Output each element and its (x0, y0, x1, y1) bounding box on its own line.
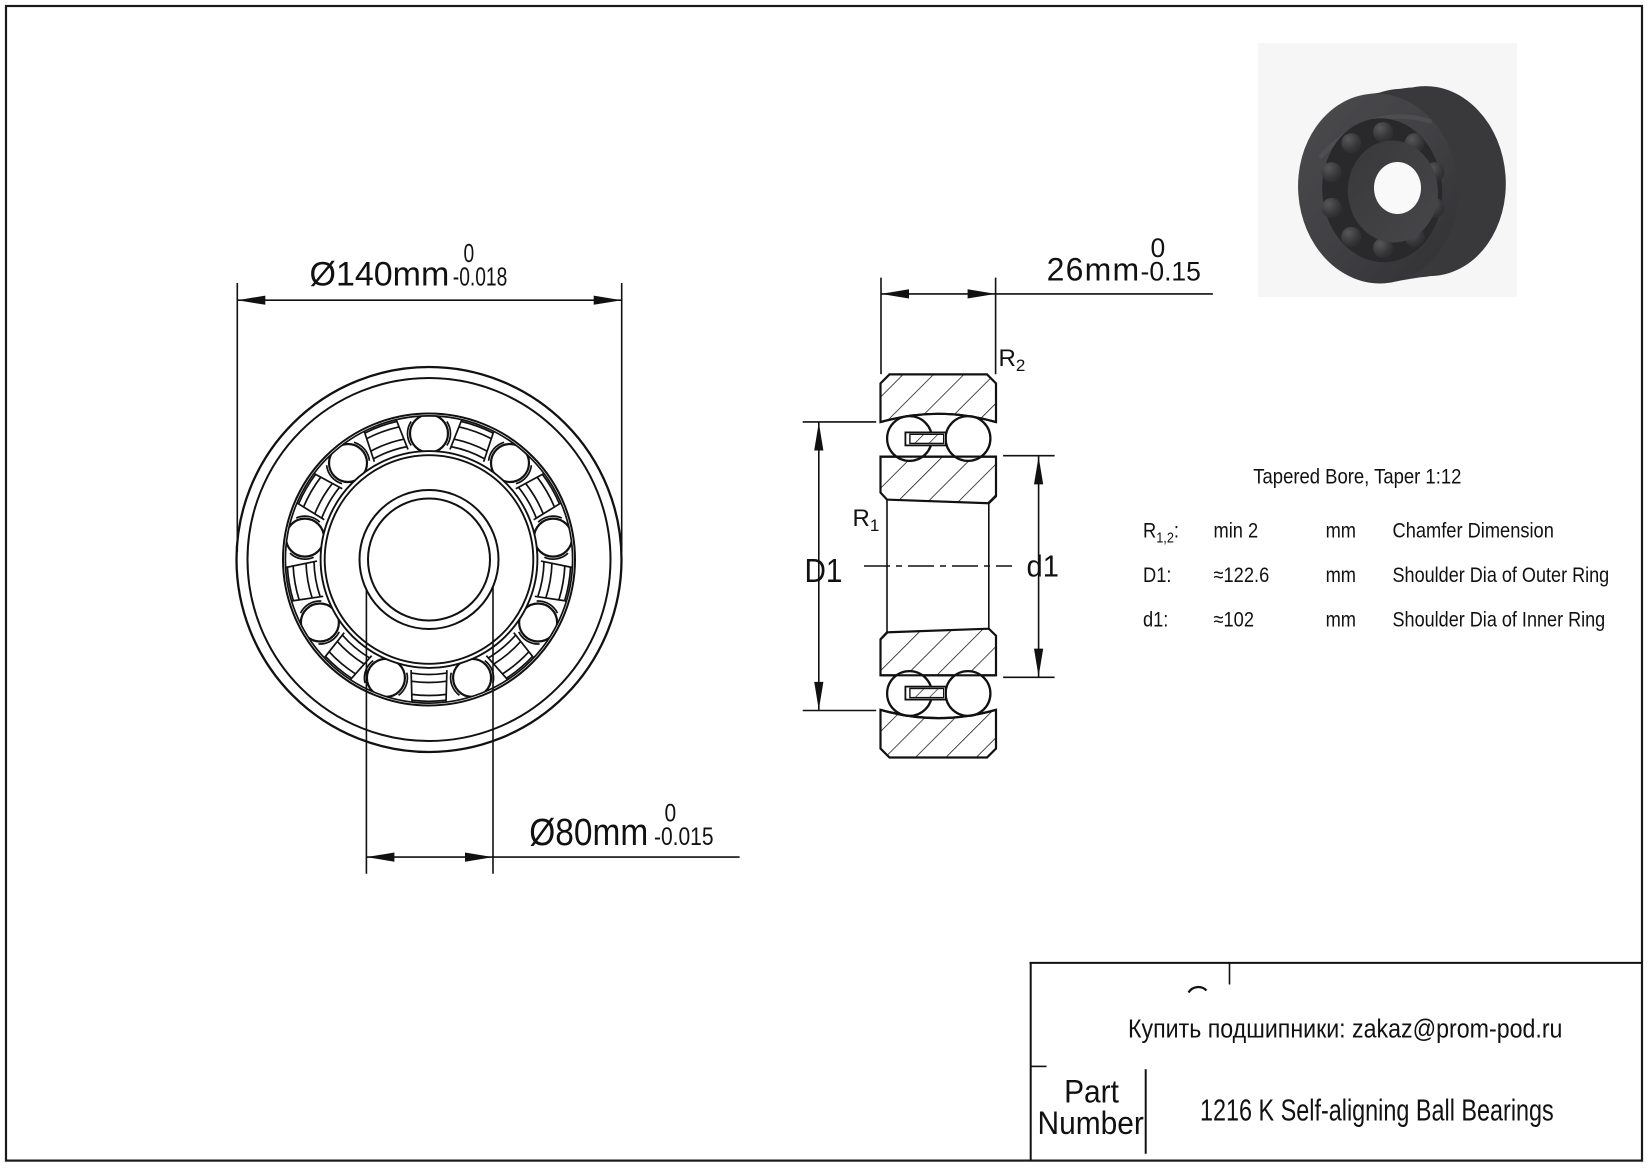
svg-text:-0.15: -0.15 (1141, 256, 1201, 286)
svg-text:Part: Part (1064, 1073, 1119, 1109)
svg-text:Ø140mm: Ø140mm (310, 256, 450, 294)
svg-text:d1: d1 (1027, 550, 1059, 584)
svg-text:Shoulder Dia of Inner Ring: Shoulder Dia of Inner Ring (1393, 608, 1606, 632)
svg-text:≈102: ≈102 (1214, 608, 1255, 632)
svg-text:≈122.6: ≈122.6 (1214, 564, 1270, 588)
svg-text:0: 0 (665, 799, 677, 827)
svg-text:Number: Number (1038, 1105, 1144, 1141)
svg-text:0: 0 (1151, 233, 1166, 263)
svg-text:D1:: D1: (1143, 564, 1171, 588)
svg-text:Chamfer Dimension: Chamfer Dimension (1393, 519, 1554, 543)
svg-text:1216 K Self-aligning Ball Bear: 1216 K Self-aligning Ball Bearings (1200, 1092, 1554, 1127)
svg-text:D1: D1 (805, 553, 843, 590)
svg-text:-0.015: -0.015 (654, 822, 714, 850)
svg-text:-0.018: -0.018 (453, 262, 508, 292)
svg-text:d1:: d1: (1143, 608, 1168, 632)
svg-text:Ø80mm: Ø80mm (529, 811, 648, 853)
svg-text:min 2: min 2 (1214, 519, 1259, 543)
svg-text:mm: mm (1326, 519, 1356, 543)
svg-text:Tapered Bore, Taper 1:12: Tapered Bore, Taper 1:12 (1253, 465, 1461, 488)
svg-text:mm: mm (1326, 564, 1356, 588)
svg-text:Купить подшипники: zakaz@prom-: Купить подшипники: zakaz@prom-pod.ru (1128, 1016, 1562, 1044)
svg-text:mm: mm (1326, 608, 1356, 632)
svg-text:26mm: 26mm (1047, 251, 1141, 287)
svg-text:0: 0 (464, 238, 475, 268)
svg-text:Shoulder Dia of Outer Ring: Shoulder Dia of Outer Ring (1393, 563, 1610, 587)
